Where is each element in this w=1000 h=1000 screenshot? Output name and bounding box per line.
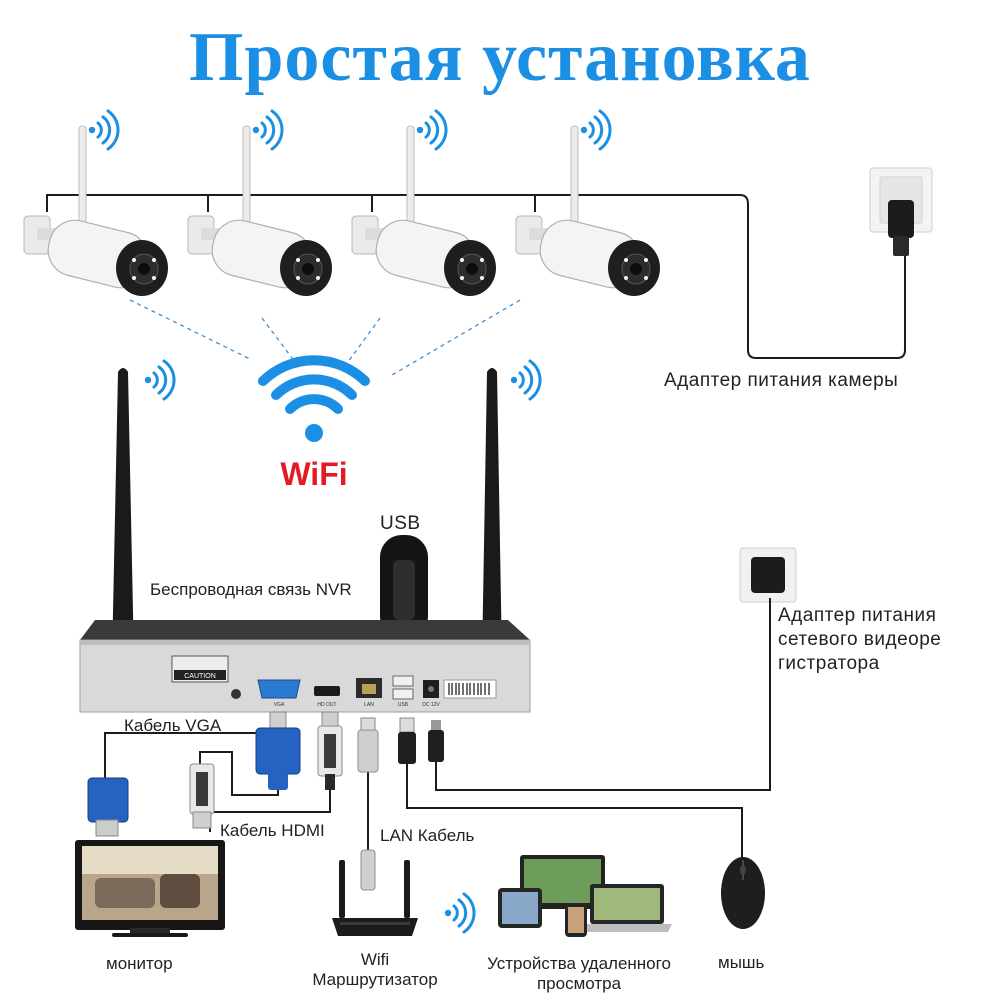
remote-devices-label: Устройства удаленного просмотра: [487, 954, 671, 993]
wifi-signal-icon: [143, 359, 176, 401]
camera-power-socket: [869, 167, 933, 256]
lan-port: LAN: [356, 678, 382, 708]
remote-devices: [498, 855, 672, 937]
caution-text: CAUTION: [184, 673, 216, 680]
nvr-label: Беспроводная связь NVR: [150, 580, 352, 599]
wifi-label: WiFi: [280, 456, 347, 492]
camera-2: [187, 125, 333, 297]
caution-label: CAUTION: [171, 655, 229, 683]
wifi-signal-icon: [509, 359, 542, 401]
wifi-signal-icon: [579, 109, 612, 151]
usb-ports: USB: [392, 675, 414, 708]
monitor: [75, 840, 225, 937]
nvr-power-socket: [739, 547, 797, 603]
svg-text:HD OUT: HD OUT: [317, 702, 336, 708]
barcode-sticker: [443, 679, 497, 699]
lan-cable-label: LAN Кабель: [380, 826, 475, 845]
monitor-vga-connector: [87, 777, 129, 837]
dc-plug: [428, 720, 444, 762]
svg-text:USB: USB: [398, 702, 409, 708]
vga-cable-label: Кабель VGA: [124, 716, 222, 735]
router-label: Wifi Маршрутизатор: [312, 950, 438, 989]
wifi-icon: [258, 355, 370, 442]
router: [332, 860, 418, 936]
usb-label: USB: [380, 513, 421, 534]
monitor-label: монитор: [106, 954, 173, 973]
dc-power-port: DC 12V: [422, 680, 440, 708]
svg-text:VGA: VGA: [274, 702, 285, 708]
vga-port: VGA: [257, 679, 301, 708]
page-title: Простая установка: [189, 19, 811, 96]
hdmi-cable-label: Кабель HDMI: [220, 821, 325, 840]
nvr-adapter-label: Адаптер питания сетевого видеоре гистрат…: [778, 605, 942, 674]
usb-mouse-connector: [398, 717, 416, 764]
hdmi-connector: [317, 711, 343, 790]
camera-power-cable: [46, 194, 906, 359]
wifi-signal-icon: [87, 109, 120, 151]
monitor-hdmi-connector: [189, 763, 215, 829]
vga-connector: [255, 711, 301, 790]
hdmi-port: HD OUT: [314, 686, 340, 708]
svg-text:DC 12V: DC 12V: [422, 702, 440, 708]
lan-connector: [357, 717, 379, 891]
camera-3: [351, 125, 497, 297]
svg-text:LAN: LAN: [364, 702, 374, 708]
wifi-signal-icon: [251, 109, 284, 151]
nvr-recorder: CAUTION VGA HD OUT LAN USB: [79, 620, 531, 713]
wifi-signal-icon: [443, 892, 476, 934]
camera-1: [23, 125, 169, 297]
wifi-signal-icon: [415, 109, 448, 151]
mouse: [721, 857, 765, 929]
camera-4: [515, 125, 661, 297]
mouse-label: мышь: [718, 953, 765, 972]
wireless-links: [129, 299, 521, 376]
camera-adapter-label: Адаптер питания камеры: [664, 370, 899, 391]
connection-cables: [104, 598, 771, 858]
